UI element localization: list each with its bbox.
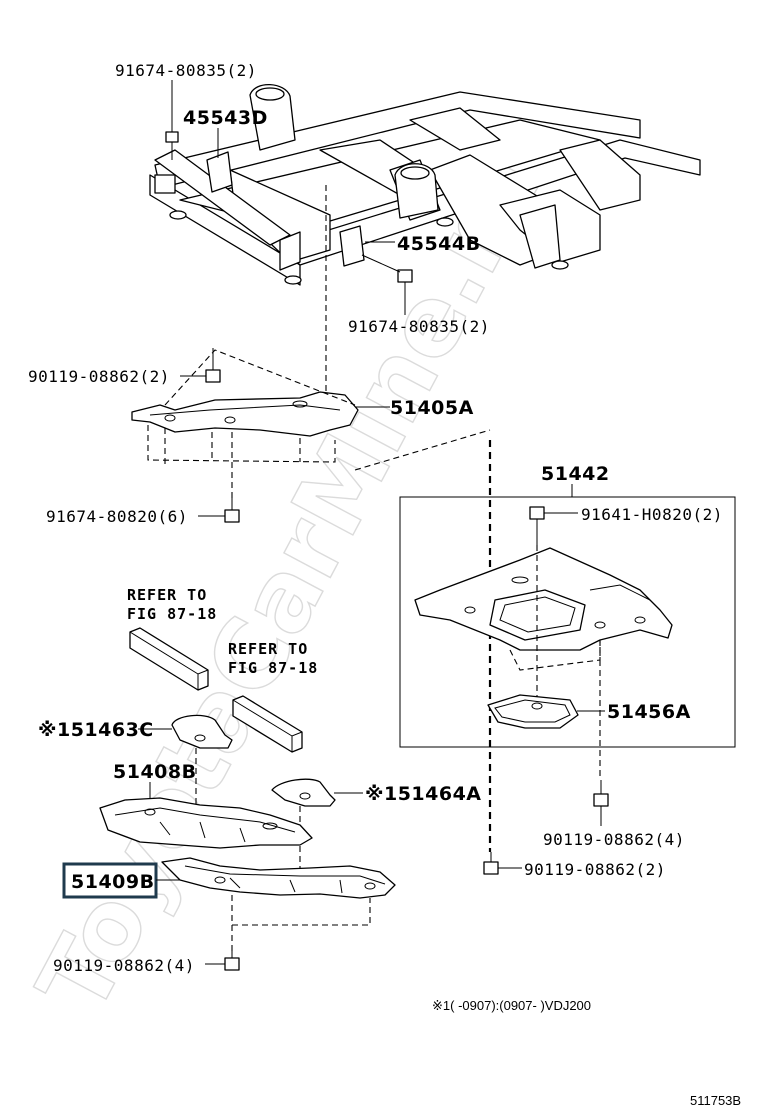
bolt-icon <box>224 948 240 971</box>
label-51405a: 51405A <box>390 397 474 419</box>
label-45544b: 45544B <box>397 233 481 255</box>
label-90119-08862-2-top: 90119-08862(2) <box>28 367 170 386</box>
reference-part-2 <box>232 695 303 753</box>
plate-51463c <box>171 714 233 749</box>
label-51464a: ※151464A <box>365 783 482 805</box>
label-45543d: 45543D <box>183 107 268 129</box>
label-51456a: 51456A <box>607 701 691 723</box>
vehicle-frame-drawing <box>149 83 701 298</box>
diagram-code: 511753B <box>690 1093 741 1108</box>
label-91674-80835-top: 91674-80835(2) <box>115 61 257 80</box>
label-91674-80835-bottom: 91674-80835(2) <box>348 317 490 336</box>
label-51442: 51442 <box>541 463 610 485</box>
highlight-box-51409b[interactable] <box>62 862 158 899</box>
assembly-51442-box <box>399 496 736 748</box>
cover-51405a <box>131 391 359 437</box>
label-51409b[interactable]: 51409B <box>71 871 155 893</box>
bolt-icon <box>224 496 240 523</box>
refer-to-1-line1: REFER TO <box>127 586 207 604</box>
footnote: ※1( -0907):(0907- )VDJ200 <box>432 998 591 1013</box>
label-91641-h0820-2: 91641-H0820(2) <box>581 505 723 524</box>
drain-plate-51456a <box>487 694 579 729</box>
plate-51409b <box>161 857 396 899</box>
bracket-45543d <box>206 151 233 193</box>
refer-to-2-line2: FIG 87-18 <box>228 659 318 677</box>
bracket-45544b <box>339 225 365 267</box>
plate-51464a <box>271 778 336 807</box>
plate-51408b <box>99 797 313 849</box>
refer-to-1-line2: FIG 87-18 <box>127 605 217 623</box>
bolt-icon <box>483 852 499 875</box>
label-91674-80820-6: 91674-80820(6) <box>46 507 188 526</box>
label-90119-08862-4-right: 90119-08862(4) <box>543 830 685 849</box>
label-90119-08862-2-mid: 90119-08862(2) <box>524 860 666 879</box>
reference-part-1 <box>129 627 209 691</box>
label-51408b: 51408B <box>113 761 197 783</box>
bolt-icon <box>529 506 545 545</box>
bolt-icon <box>205 348 221 383</box>
engine-under-cover <box>414 547 673 651</box>
label-51463c: ※151463C <box>38 719 154 741</box>
bolt-icon <box>593 780 609 807</box>
refer-to-2-line1: REFER TO <box>228 640 308 658</box>
label-90119-08862-4-bottom: 90119-08862(4) <box>53 956 195 975</box>
bolt-icon <box>397 269 413 298</box>
